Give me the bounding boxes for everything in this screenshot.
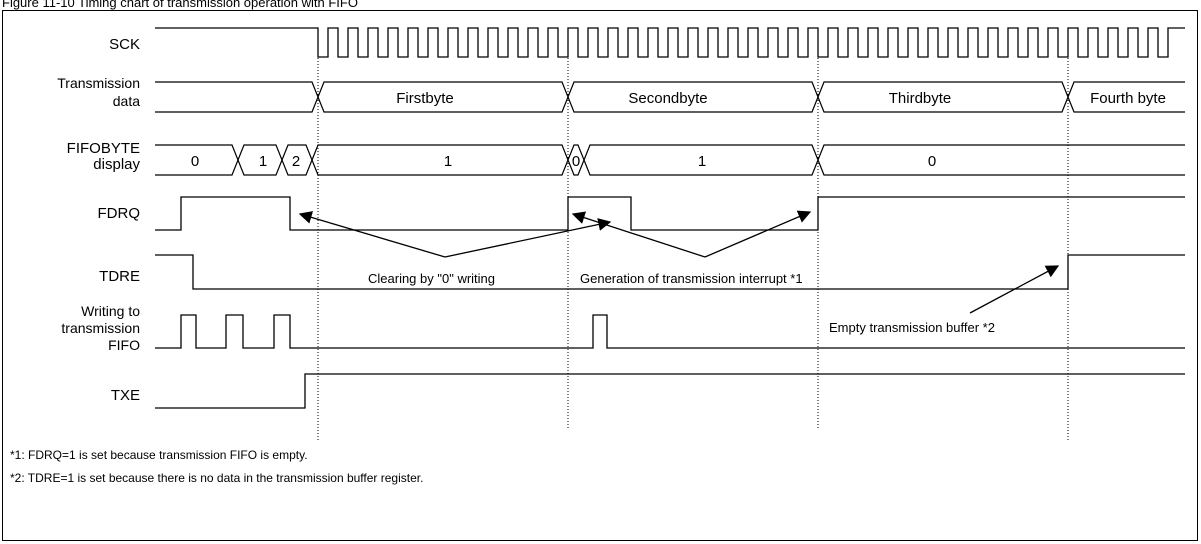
figure-frame: [2, 10, 1198, 541]
fifobyte-bus: [155, 144, 1185, 176]
fdrq-waveform: [155, 196, 1185, 231]
data-byte-third: Thirdbyte: [889, 90, 952, 107]
label-fifobyte-1: FIFOBYTE: [67, 140, 140, 157]
data-byte-second: Secondbyte: [628, 90, 707, 107]
signal-labels: SCK Transmission data FIFOBYTE display F…: [57, 36, 140, 404]
bus-idle-segment: [155, 81, 319, 113]
tdre-waveform: [155, 254, 1185, 290]
label-txe: TXE: [111, 387, 140, 404]
figure-title: Figure 11-10 Timing chart of transmissio…: [2, 0, 358, 10]
annotation-empty-buffer: Empty transmission buffer *2: [829, 320, 995, 335]
bus-fourth-byte: [1067, 81, 1185, 113]
figure-title-text: Figure 11-10 Timing chart of transmissio…: [2, 0, 358, 10]
annotation-labels: Clearing by "0" writing Generation of tr…: [368, 271, 995, 335]
footnote-2: *2: TDRE=1 is set because there is no da…: [10, 471, 424, 485]
fifobyte-value-2: 2: [292, 153, 300, 170]
annotation-interrupt: Generation of transmission interrupt *1: [580, 271, 803, 286]
fifobyte-value-0: 0: [191, 153, 199, 170]
fifobyte-values: 0 1 2 1 0 1 0: [191, 153, 936, 170]
writing-fifo-waveform: [155, 314, 1185, 349]
arrow-clearing-to-first-fdrq: [298, 211, 446, 258]
transmission-data-labels: Firstbyte Secondbyte Thirdbyte Fourth by…: [396, 90, 1166, 107]
fifobyte-value-6: 0: [928, 153, 936, 170]
label-writing-fifo-2: transmission: [61, 320, 140, 336]
txe-waveform: [155, 373, 1185, 409]
transmission-data-bus: [155, 81, 1185, 113]
data-byte-fourth: Fourth byte: [1090, 90, 1166, 107]
fifobyte-segment-3: [311, 144, 569, 176]
label-writing-fifo-1: Writing to: [81, 303, 140, 319]
arrow-clearing-to-second-fdrq: [444, 218, 612, 258]
data-byte-first: Firstbyte: [396, 90, 454, 107]
fifobyte-value-1: 1: [259, 153, 267, 170]
fifobyte-value-3: 1: [444, 153, 452, 170]
reference-lines: [317, 40, 1069, 440]
annotation-arrows: [298, 210, 1060, 314]
arrow-interrupt-to-fdrq-rise-2: [704, 210, 812, 258]
fifobyte-segment-6: [817, 144, 1185, 176]
footnote-1: *1: FDRQ=1 is set because transmission F…: [10, 448, 308, 462]
arrow-interrupt-to-fdrq-rise-1: [571, 211, 706, 258]
label-writing-fifo-3: FIFO: [108, 337, 140, 353]
sck-waveform: [155, 27, 1185, 58]
label-transmission-data-1: Transmission: [57, 75, 140, 91]
arrow-empty-buffer-to-tdre: [969, 265, 1060, 314]
label-fdrq: FDRQ: [98, 205, 141, 222]
annotation-clearing: Clearing by "0" writing: [368, 271, 495, 286]
fifobyte-value-4: 0: [572, 153, 580, 170]
fifobyte-value-5: 1: [698, 153, 706, 170]
label-sck: SCK: [109, 36, 140, 53]
label-fifobyte-2: display: [93, 156, 140, 173]
label-tdre: TDRE: [99, 268, 140, 285]
label-transmission-data-2: data: [113, 93, 140, 109]
